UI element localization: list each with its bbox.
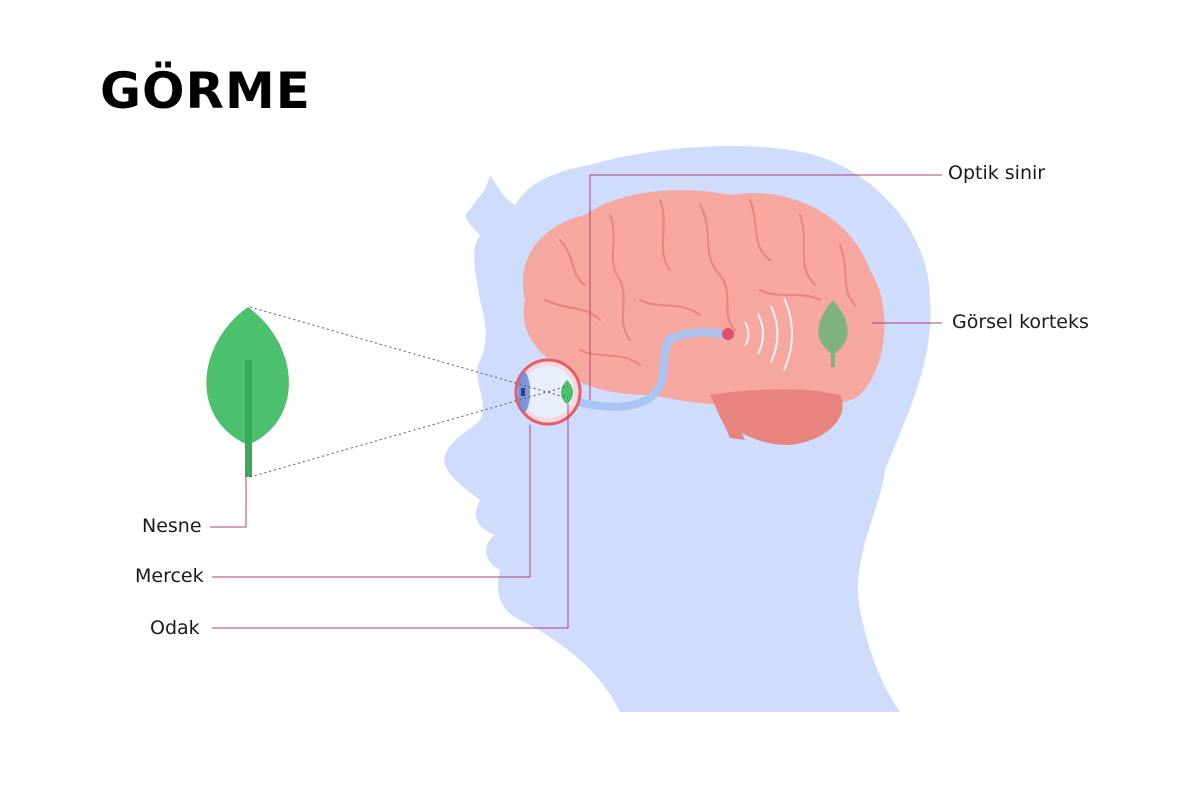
eye <box>514 358 582 426</box>
label-lens: Mercek <box>135 565 204 587</box>
label-object: Nesne <box>142 515 202 537</box>
signal-waves <box>744 297 793 371</box>
label-visual-cortex: Görsel korteks <box>952 311 1089 333</box>
cerebellum <box>710 389 843 445</box>
cortex-signal-dot <box>722 328 734 340</box>
label-focus: Odak <box>150 617 200 639</box>
brain <box>522 190 885 405</box>
cortex-leaf-icon <box>818 300 848 367</box>
brain-stem <box>715 405 745 440</box>
optic-nerve-path <box>574 328 732 411</box>
label-optic-nerve: Optik sinir <box>948 162 1046 184</box>
projection-lines <box>249 306 569 478</box>
leader-lines <box>210 174 942 629</box>
brain-folds <box>544 199 856 366</box>
object-leaf-icon <box>206 307 289 477</box>
page-title: GÖRME <box>100 62 311 120</box>
